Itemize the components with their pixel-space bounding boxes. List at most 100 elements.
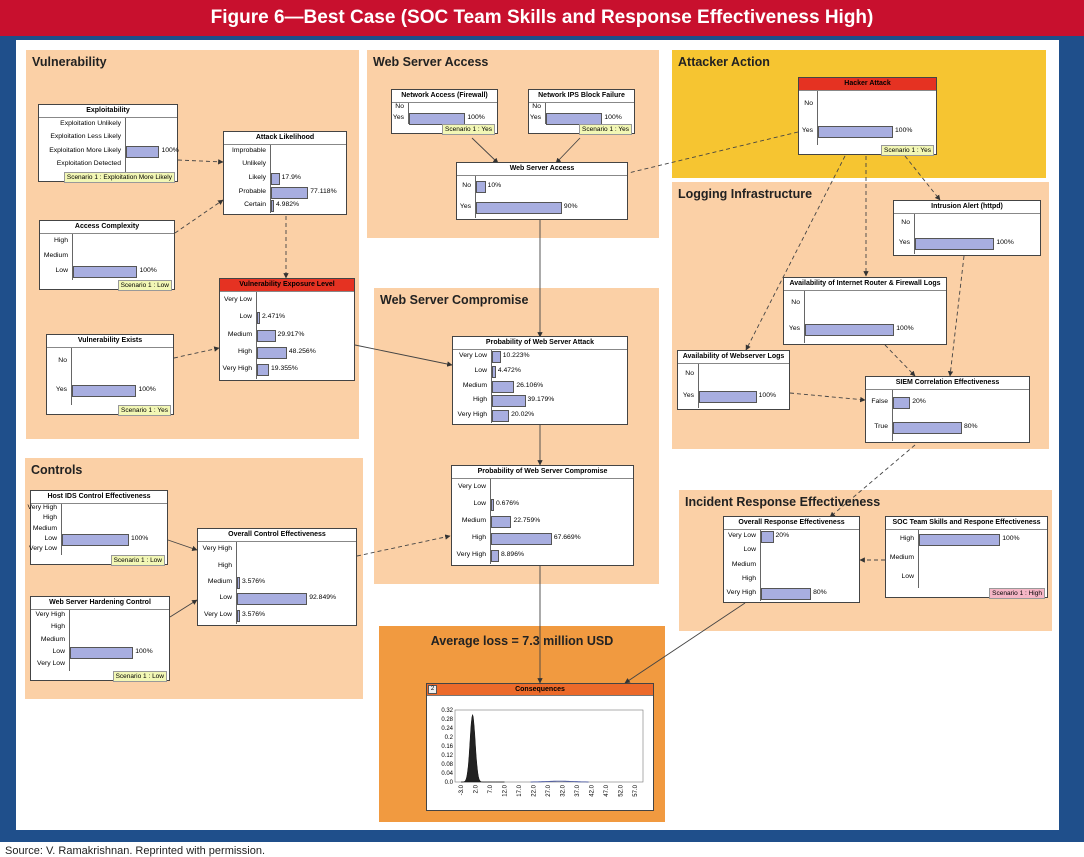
- node-soc-skills[interactable]: SOC Team Skills and Respone Effectivenes…: [885, 516, 1048, 599]
- state-row[interactable]: Very Low: [220, 294, 354, 308]
- state-row[interactable]: High: [724, 573, 859, 587]
- state-label: Probable: [238, 187, 266, 195]
- x-tick-label: 47.0: [604, 784, 610, 796]
- state-row[interactable]: Exploitation Detected: [39, 158, 177, 172]
- state-row[interactable]: No: [894, 217, 1040, 231]
- state-row[interactable]: Improbable: [224, 145, 346, 159]
- state-label: Likely: [248, 174, 266, 181]
- state-row[interactable]: High: [40, 235, 174, 249]
- state-label: High: [742, 574, 756, 582]
- state-row[interactable]: Very High: [198, 543, 356, 557]
- consequences-expand-icon[interactable]: 2: [428, 685, 437, 694]
- state-row[interactable]: High: [198, 560, 356, 574]
- state-row[interactable]: Low: [724, 544, 859, 558]
- state-row[interactable]: Low: [886, 571, 1047, 585]
- state-row[interactable]: No: [529, 101, 634, 115]
- state-row[interactable]: Medium: [31, 634, 169, 648]
- state-row[interactable]: High: [31, 621, 169, 635]
- state-row[interactable]: Medium: [724, 559, 859, 573]
- state-row[interactable]: Very Low: [31, 658, 169, 672]
- state-label: Medium: [731, 560, 756, 568]
- state-row[interactable]: No: [392, 101, 497, 115]
- state-label: Low: [239, 313, 252, 321]
- state-row[interactable]: High: [31, 512, 167, 526]
- probability-bar: [491, 549, 499, 562]
- state-row[interactable]: Very High: [28, 502, 167, 516]
- state-row[interactable]: Very High: [31, 609, 169, 623]
- state-row[interactable]: Exploitation Unlikely: [39, 118, 177, 132]
- state-row[interactable]: No: [47, 355, 173, 369]
- state-row[interactable]: Medium: [886, 552, 1047, 566]
- state-row[interactable]: Exploitation Less Likely: [39, 131, 177, 145]
- state-row[interactable]: No: [799, 98, 936, 112]
- state-label: Low: [474, 366, 487, 374]
- state-row[interactable]: Very Low: [29, 543, 167, 557]
- state-row[interactable]: Medium: [31, 523, 167, 537]
- state-row[interactable]: Medium: [40, 250, 174, 264]
- state-row[interactable]: No: [678, 368, 789, 382]
- state-row[interactable]: No: [784, 297, 946, 311]
- y-tick-label: 0.24: [441, 726, 453, 732]
- state-row[interactable]: Unlikely: [224, 158, 346, 172]
- state-row[interactable]: Very Low: [452, 481, 633, 495]
- node-internet-router-logs[interactable]: Availability of Internet Router & Firewa…: [783, 277, 947, 345]
